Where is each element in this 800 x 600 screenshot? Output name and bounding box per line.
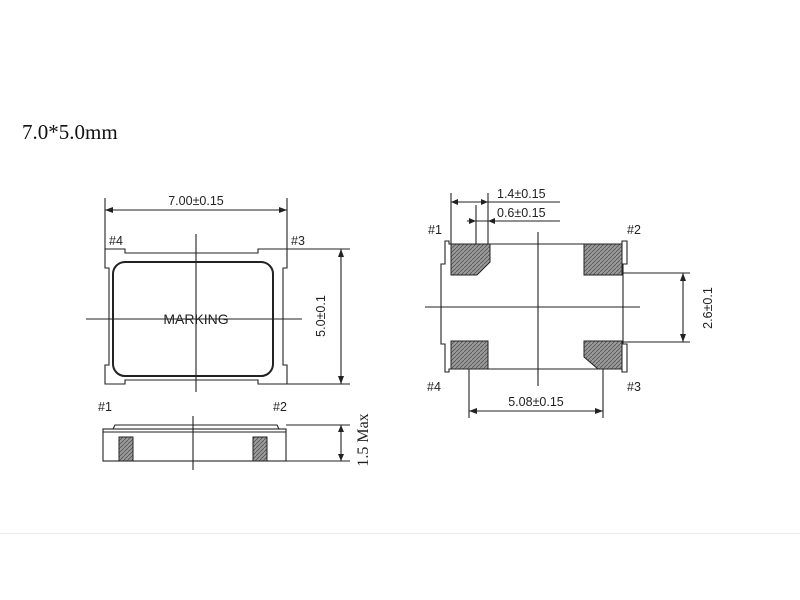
arrowhead-icon bbox=[680, 334, 686, 342]
width-dim-label: 7.00±0.15 bbox=[168, 194, 224, 208]
arrowhead-icon bbox=[338, 425, 344, 432]
pad-width-label: 1.4±0.15 bbox=[497, 187, 546, 201]
pad-1 bbox=[450, 243, 491, 276]
pin-label-3: #3 bbox=[291, 234, 305, 248]
side-pin-label-1: #1 bbox=[98, 400, 112, 414]
side-terminal-left bbox=[118, 436, 134, 462]
side-height-label: 1.5 Max bbox=[355, 413, 372, 466]
arrowhead-icon bbox=[488, 218, 495, 224]
arrowhead-icon bbox=[469, 218, 476, 224]
top-view: 7.00±0.15 5.0±0.1 MARKING #4 #3 bbox=[86, 194, 350, 392]
footer-divider bbox=[0, 533, 800, 534]
bottom-pin-label-1: #1 bbox=[428, 223, 442, 237]
pad-3 bbox=[583, 340, 623, 370]
arrowhead-icon bbox=[481, 199, 488, 205]
pitch-x-label: 5.08±0.15 bbox=[508, 395, 564, 409]
arrowhead-icon bbox=[469, 408, 477, 414]
arrowhead-icon bbox=[338, 249, 344, 257]
side-view-lid bbox=[112, 424, 280, 430]
pad-gap-label: 0.6±0.15 bbox=[497, 206, 546, 220]
pad-2 bbox=[583, 243, 623, 276]
arrowhead-icon bbox=[338, 454, 344, 461]
arrowhead-icon bbox=[338, 376, 344, 384]
bottom-pin-label-2: #2 bbox=[627, 223, 641, 237]
marking-label: MARKING bbox=[163, 311, 228, 327]
bottom-view-outline bbox=[440, 240, 628, 373]
pad-4 bbox=[450, 340, 489, 370]
arrowhead-icon bbox=[451, 199, 458, 205]
arrowhead-icon bbox=[105, 207, 113, 213]
arrowhead-icon bbox=[680, 273, 686, 281]
arrowhead-icon bbox=[595, 408, 603, 414]
arrowhead-icon bbox=[279, 207, 287, 213]
bottom-pin-label-3: #3 bbox=[627, 380, 641, 394]
side-view: #1 #2 1.5 Max bbox=[98, 400, 372, 470]
side-terminal-right bbox=[252, 436, 268, 462]
bottom-view: 1.4±0.15 0.6±0.15 2.6±0.1 5.08±0.15 #1 #… bbox=[425, 187, 715, 418]
bottom-pin-label-4: #4 bbox=[427, 380, 441, 394]
side-pin-label-2: #2 bbox=[273, 400, 287, 414]
pitch-y-label: 2.6±0.1 bbox=[701, 287, 715, 329]
pin-label-4: #4 bbox=[109, 234, 123, 248]
package-size-title: 7.0*5.0mm bbox=[22, 120, 118, 144]
height-dim-label: 5.0±0.1 bbox=[314, 295, 328, 337]
side-view-body bbox=[102, 428, 287, 462]
